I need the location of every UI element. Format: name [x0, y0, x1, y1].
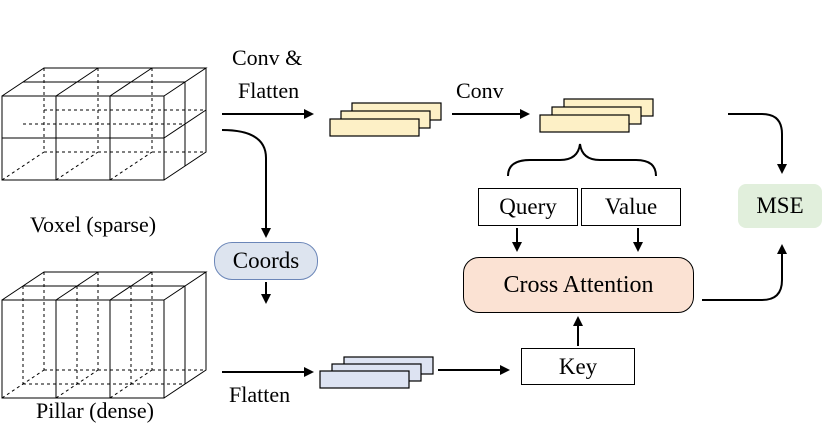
feature-stack-conv — [539, 98, 654, 133]
label-voxel: Voxel (sparse) — [30, 212, 157, 237]
feature-stack-flatten — [319, 356, 434, 389]
label-conv: Conv — [456, 78, 504, 103]
arrow-voxel-to-coords — [221, 129, 271, 238]
curly-brace — [507, 143, 657, 177]
cross-attention-node: Cross Attention — [463, 257, 694, 313]
coords-node: Coords — [214, 242, 318, 280]
label-conv-flatten-line2: Flatten — [238, 78, 300, 103]
key-node: Key — [521, 348, 635, 385]
label-flatten: Flatten — [229, 382, 291, 407]
arrow-attention-to-mse — [702, 244, 787, 301]
voxel-grid — [1, 67, 208, 181]
label-pillar: Pillar (dense) — [36, 398, 154, 423]
query-node: Query — [478, 188, 578, 226]
feature-stack-conv-flatten — [329, 102, 442, 137]
mse-node: MSE — [738, 184, 822, 228]
arrow-conv-to-mse — [728, 113, 787, 174]
value-node: Value — [581, 188, 681, 226]
arrows — [221, 109, 787, 377]
label-conv-flatten-line1: Conv & — [232, 45, 303, 70]
pillar-grid — [1, 271, 208, 399]
